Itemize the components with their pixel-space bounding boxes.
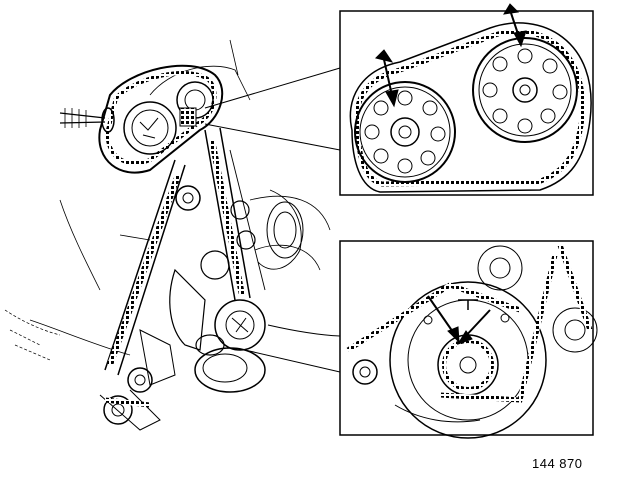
camshaft-timing-detail <box>339 3 594 196</box>
engine-sketch <box>4 39 331 431</box>
crank-pulley-sketch <box>194 347 266 393</box>
tensioner-pulley-sketch <box>175 185 201 211</box>
crank-pulley <box>389 281 547 439</box>
arrow-icon <box>427 295 491 345</box>
belt-upper-loop <box>98 64 224 174</box>
camshaft-pulley-sketch <box>123 101 177 155</box>
figure-reference-number: 144 870 <box>532 456 583 471</box>
crank-sprocket-sketch <box>214 299 266 351</box>
left-cam-gear <box>354 81 456 183</box>
belt-right-run <box>204 127 251 301</box>
crankshaft-timing-detail <box>339 240 598 439</box>
lower-idler-sketch <box>127 367 153 393</box>
right-cam-gear <box>472 37 578 143</box>
belt-left-run <box>104 159 186 376</box>
arrow-icon <box>375 3 527 108</box>
callout-leaders <box>204 67 341 373</box>
